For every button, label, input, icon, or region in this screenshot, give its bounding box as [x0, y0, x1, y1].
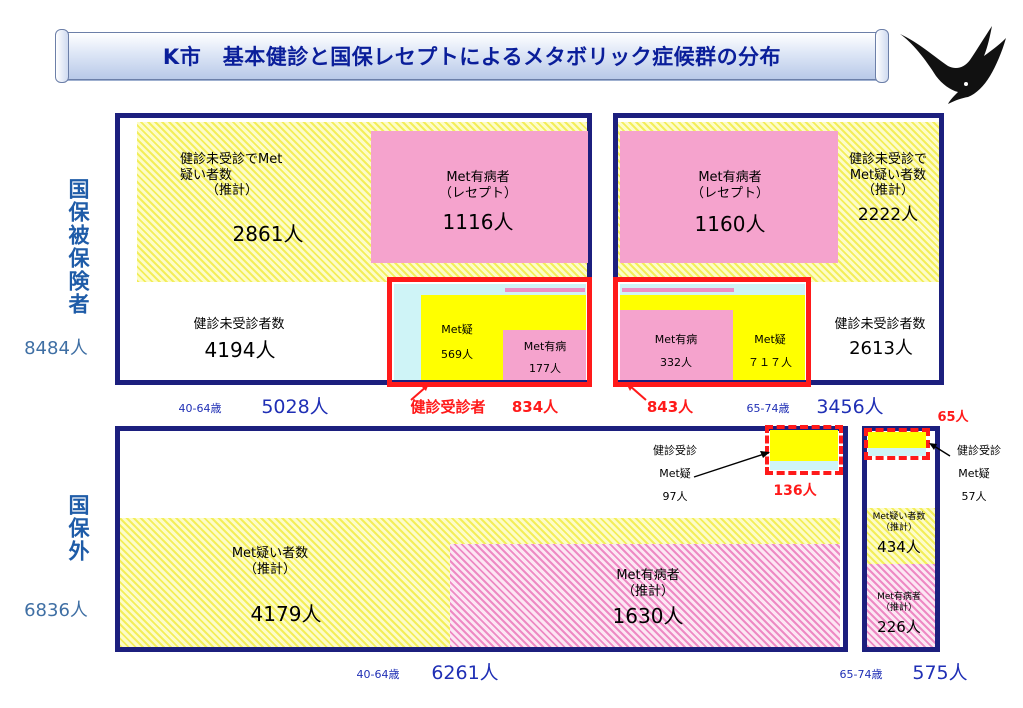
screened-dashed-box-40-64	[765, 425, 843, 475]
eagle-silhouette-icon	[900, 26, 1006, 104]
susp-estimate-value-65-74: 434人	[877, 538, 921, 556]
screened-label: 健診受診者	[410, 398, 486, 416]
title-banner: K市 基本健診と国保レセプトによるメタボリック症候群の分布	[55, 29, 889, 83]
region-met-patient-receipt-65-74	[620, 131, 838, 263]
susp-estimate-label-40-64: Met疑い者数 （推計）	[231, 546, 309, 577]
region-met-patient-receipt-40-64	[371, 131, 588, 263]
screened-dashed-box-65-74	[864, 428, 930, 460]
age-65-74-bottom: 65-74歳	[839, 668, 883, 681]
unscreened-susp-value-65-74: 2222人	[857, 205, 919, 225]
scroll-curl-right	[875, 29, 889, 83]
region-met-patient-estimate-65-74	[867, 564, 935, 647]
patient-estimate-value-65-74: 226人	[877, 618, 921, 636]
age-40-64-top: 40-64歳	[178, 402, 222, 415]
arrow-screened-note-40-64	[693, 451, 770, 478]
screened-note-l1-65-74: 健診受診	[957, 444, 1001, 457]
screened-note-l1-40-64: 健診受診	[653, 444, 697, 457]
total-40-64-top: 5028人	[261, 396, 329, 418]
screened-note-value-40-64: 97人	[662, 490, 688, 503]
unscreened-susp-value-40-64: 2861人	[232, 222, 304, 246]
screened-value-right: 843人	[646, 398, 694, 416]
arrow-screened-note-65-74	[929, 443, 951, 457]
screened-box-65-74	[613, 277, 811, 387]
met-patient-label-40-64: Met有病者 （レセプト）	[438, 170, 517, 201]
met-patient-label-65-74: Met有病者 （レセプト）	[690, 170, 769, 201]
sick-value-65-74: 332人	[660, 356, 692, 369]
screened-value-left: 834人	[511, 398, 559, 416]
pink-stripe-40-64	[505, 288, 585, 292]
susp-estimate-value-40-64: 4179人	[250, 602, 322, 626]
sick-value-40-64: 177人	[529, 362, 561, 375]
kokuho-label: 国保被保険者	[66, 178, 90, 316]
unscreened-value-40-64: 4194人	[204, 338, 276, 362]
arrow-screened-left	[410, 383, 429, 401]
screened-cyan-fill-40-64	[770, 461, 838, 470]
screened-note-l2-40-64: Met疑	[659, 467, 691, 480]
region-met-patient-estimate-40-64	[450, 544, 840, 647]
age-40-64-bottom: 40-64歳	[356, 668, 400, 681]
sick-label-40-64: Met有病	[523, 340, 567, 353]
susp-label-40-64: Met疑	[441, 323, 473, 336]
pink-stripe-65-74	[622, 288, 734, 292]
sick-label-65-74: Met有病	[654, 333, 698, 346]
unscreened-value-65-74: 2613人	[849, 338, 913, 359]
met-sick-screened-65-74	[620, 310, 733, 380]
unscreened-label-65-74: 健診未受診者数	[834, 317, 926, 332]
total-40-64-bottom: 6261人	[431, 662, 499, 684]
page-title: K市 基本健診と国保レセプトによるメタボリック症候群の分布	[162, 45, 782, 69]
screened-susp-fill-40-64	[770, 430, 838, 461]
screened-cyan-fill-65-74	[868, 448, 926, 456]
met-patient-value-65-74: 1160人	[694, 212, 766, 236]
kokuho-total: 8484人	[24, 338, 88, 359]
met-sick-screened-40-64	[503, 330, 586, 380]
unscreened-label-40-64: 健診未受診者数	[193, 317, 285, 332]
age-65-74-top: 65-74歳	[746, 402, 790, 415]
susp-label-65-74: Met疑	[754, 333, 786, 346]
kokuhogai-label: 国保外	[66, 494, 90, 563]
patient-estimate-value-40-64: 1630人	[612, 604, 684, 628]
screened-box-value-40-64: 136人	[773, 483, 817, 499]
screened-note-l2-65-74: Met疑	[958, 467, 990, 480]
patient-estimate-label-65-74: Met有病者 （推計）	[877, 592, 921, 613]
unscreened-susp-label-40-64: 健診未受診でMet 疑い者数 （推計）	[180, 152, 283, 199]
susp-estimate-label-65-74: Met疑い者数 （推計）	[872, 512, 926, 533]
screened-note-value-65-74: 57人	[961, 490, 987, 503]
screened-susp-fill-65-74	[868, 432, 926, 448]
met-patient-value-40-64: 1116人	[442, 210, 514, 234]
total-65-74-bottom: 575人	[912, 662, 968, 684]
screened-box-40-64	[387, 277, 592, 387]
susp-value-40-64: 569人	[441, 348, 473, 361]
scroll-curl-left	[55, 29, 69, 83]
screened-box-value-65-74: 65人	[937, 410, 969, 425]
total-65-74-top: 3456人	[816, 396, 884, 418]
susp-value-65-74: ７１７人	[748, 356, 792, 369]
unscreened-susp-label-65-74: 健診未受診で Met疑い者数 （推計）	[848, 152, 927, 199]
patient-estimate-label-40-64: Met有病者 （推計）	[616, 568, 680, 599]
kokuhogai-total: 6836人	[24, 600, 88, 621]
